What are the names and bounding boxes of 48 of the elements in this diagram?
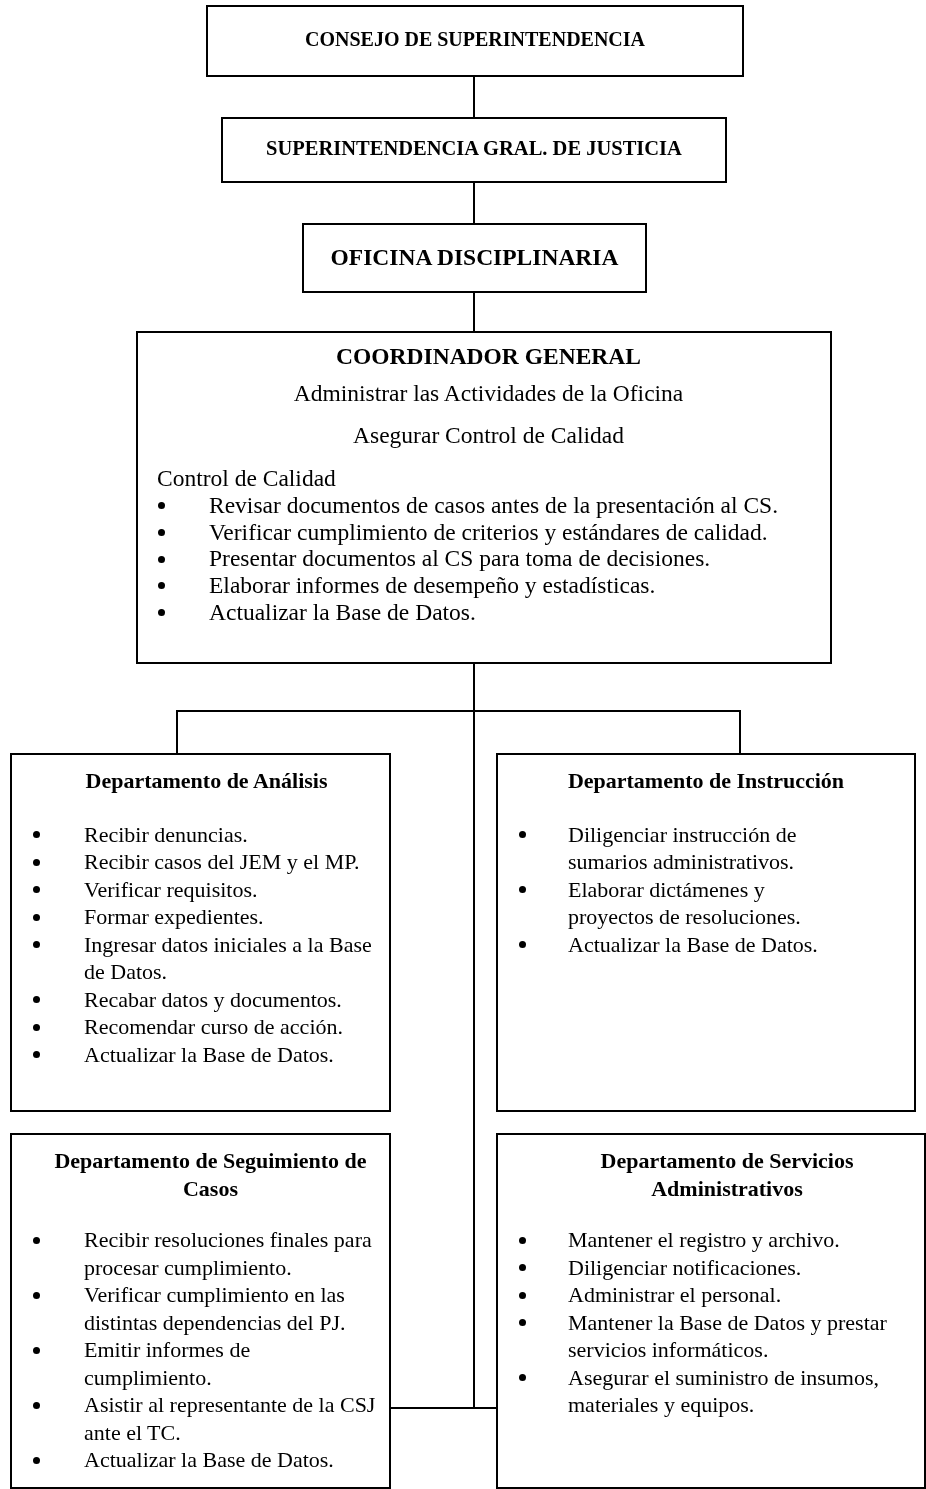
department-box <box>10 753 391 1112</box>
bullet-text: Recibir denuncias. <box>84 820 249 848</box>
bullet-text: Presentar documentos al CS para toma de decisiones. <box>209 545 712 572</box>
department-box <box>10 1133 391 1489</box>
bullet-text: Actualizar la Base de Datos. <box>84 1040 335 1068</box>
bullet-text: Mantener el registro y archivo. <box>568 1226 841 1254</box>
bullet-text: Recabar datos y documentos. <box>84 985 343 1013</box>
bullet-text: Emitir informes de cumplimiento. <box>84 1336 252 1391</box>
bullet-text: Recibir casos del JEM y el MP. <box>84 848 361 876</box>
unit-box <box>206 5 744 77</box>
duty-text: Asegurar Control de Calidad <box>352 422 625 450</box>
heading: CONSEJO DE SUPERINTENDENCIA <box>303 28 647 51</box>
department-box <box>496 1133 926 1489</box>
heading: Departamento de Análisis <box>84 767 329 795</box>
bullet-text: Formar expedientes. <box>84 903 265 931</box>
duty-text: Administrar las Actividades de la Oficina <box>292 379 685 407</box>
heading: COORDINADOR GENERAL <box>335 343 642 370</box>
bullet-text: Asegurar el suministro de insumos, materiales y equipos. <box>568 1363 881 1419</box>
bullet-text: Recibir resoluciones finales para procesar cumplimiento. <box>84 1226 373 1281</box>
bullet-text: Administrar el personal. <box>568 1281 783 1309</box>
department-box <box>496 753 916 1112</box>
bullet-text: Actualizar la Base de Datos. <box>568 930 819 958</box>
bullet-text: Revisar documentos de casos antes de la presentación al CS. <box>209 491 780 519</box>
bullet-text: Elaborar informes de desempeño y estadísticas. <box>209 571 657 599</box>
section-label: Control de Calidad <box>157 465 337 492</box>
bullet-text: Mantener la Base de Datos y prestar servicios informáticos. <box>568 1308 888 1364</box>
connector-line <box>473 292 475 332</box>
bullet-text: Ingresar datos iniciales a la Base de Datos. <box>84 930 373 986</box>
heading: Departamento de Servicios Administrativos <box>599 1147 855 1202</box>
unit-box <box>302 223 647 293</box>
heading: SUPERINTENDENCIA GRAL. DE JUSTICIA <box>265 137 683 160</box>
bullet-text: Verificar cumplimiento en las distintas dependencias del PJ. <box>84 1281 347 1336</box>
department-box <box>136 331 832 664</box>
bullet-text: Verificar cumplimiento de criterios y estándares de calidad. <box>209 518 769 546</box>
bullet-text: Verificar requisitos. <box>84 875 259 903</box>
bullet-text: Elaborar dictámenes y proyectos de resoluciones. <box>568 875 802 931</box>
unit-box <box>221 117 727 183</box>
bullet-text: Recomendar curso de acción. <box>84 1013 344 1041</box>
connector-line <box>473 76 475 118</box>
bullet-text: Actualizar la Base de Datos. <box>209 598 477 626</box>
heading: OFICINA DISCIPLINARIA <box>329 244 620 272</box>
heading: Departamento de Seguimiento de Casos <box>53 1147 368 1202</box>
bullet-text: Diligenciar notificaciones. <box>568 1253 803 1281</box>
heading: Departamento de Instrucción <box>566 767 846 795</box>
bullet-text: Asistir al representante de la CSJ ante el TC. <box>84 1391 377 1446</box>
bullet-text: Diligenciar instrucción de sumarios administrativos. <box>568 820 798 876</box>
bullet-text: Actualizar la Base de Datos. <box>84 1446 335 1474</box>
connector-line <box>473 182 475 224</box>
